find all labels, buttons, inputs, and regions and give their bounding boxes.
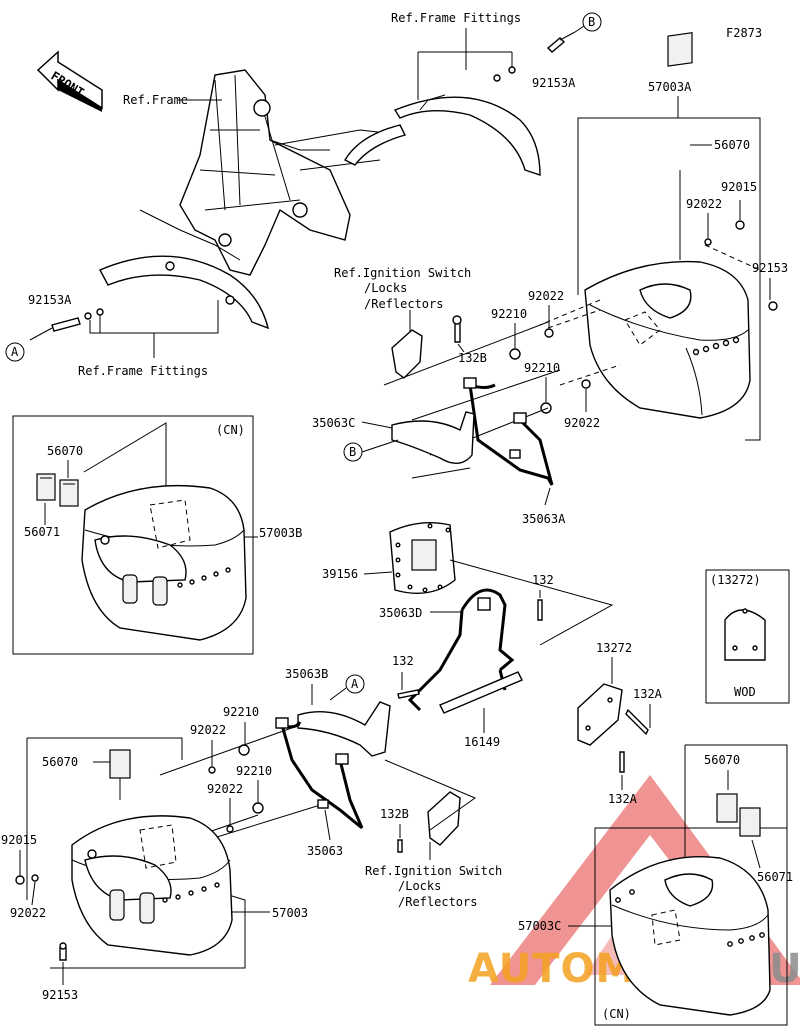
part-132A-lower: 132A [608, 792, 638, 806]
backrest-frame-35063d [407, 588, 523, 714]
bolt-132b-top [452, 315, 462, 343]
part-35063A: 35063A [522, 512, 566, 526]
guard-bar-35063 [275, 717, 364, 830]
callout-a-left [5, 342, 25, 362]
bracket-35063b [297, 701, 391, 757]
part-92022-mid2: 92022 [564, 416, 600, 430]
part-92153A-left: 92153A [28, 293, 72, 307]
bolt-132-upper [537, 590, 543, 621]
guard-bar-35063a [463, 377, 554, 486]
part-92022-top: 92022 [686, 197, 722, 211]
part-92210-mid1: 92210 [491, 307, 527, 321]
bolt-92153a-top [546, 31, 576, 53]
saddlebag-57003a [584, 260, 751, 419]
part-56070-low: 56070 [42, 755, 78, 769]
part-57003A: 57003A [648, 80, 692, 94]
ref-ignition-line3-low: /Reflectors [398, 895, 477, 909]
part-35063B: 35063B [285, 667, 328, 681]
watermark-triangle [490, 775, 800, 985]
ref-ignition-line1-low: Ref.Ignition Switch [365, 864, 502, 878]
ref-frame-label: Ref.Frame [123, 93, 188, 107]
callout-b-top-label: B [588, 15, 595, 29]
saddlebag-57003c [609, 855, 771, 1016]
label-56070-low [109, 749, 131, 779]
bracket-ignition-top [391, 329, 423, 379]
ref-ignition-line1-top: Ref.Ignition Switch [334, 266, 471, 280]
group-box-57003b [12, 415, 254, 655]
front-arrow: FRONT [36, 50, 103, 112]
part-13272: 13272 [596, 641, 632, 655]
part-56070-top: 56070 [714, 138, 750, 152]
ref-ignition-line2-low: /Locks [398, 879, 441, 893]
backrest-pad-39156 [389, 522, 456, 595]
part-132B-low: 132B [380, 807, 409, 821]
group-wod-code: (13272) [710, 573, 761, 587]
part-92210-low2: 92210 [236, 764, 272, 778]
label-56071-right [739, 807, 761, 837]
part-92022-low3: 92022 [10, 906, 46, 920]
part-57003: 57003 [272, 906, 308, 920]
rear-fender-illustration [344, 94, 541, 176]
saddlebag-57003b [81, 484, 247, 641]
callout-b-mid-label: B [349, 445, 356, 459]
label-56070-cn [59, 479, 79, 507]
part-92210-low1: 92210 [223, 705, 259, 719]
part-132A-right: 132A [633, 687, 663, 701]
part-56071-right: 56071 [757, 870, 793, 884]
part-92015-low: 92015 [1, 833, 37, 847]
part-57003B: 57003B [259, 526, 302, 540]
part-92153-low: 92153 [42, 988, 78, 1002]
part-57003C: 57003C [518, 919, 561, 933]
part-56071-cn: 56071 [24, 525, 60, 539]
frame-illustration [139, 69, 406, 276]
ref-frame-fittings-left: Ref.Frame Fittings [78, 364, 208, 378]
part-132-lower: 132 [392, 654, 414, 668]
part-92153-right: 92153 [752, 261, 788, 275]
watermark-text-auto: AUTO [468, 946, 596, 992]
label-56070-right [716, 793, 738, 823]
group-cn-right: (CN) [602, 1007, 631, 1021]
part-16149: 16149 [464, 735, 500, 749]
part-92022-low1: 92022 [190, 723, 226, 737]
part-35063D: 35063D [379, 606, 422, 620]
callout-a-mid-label: A [351, 677, 359, 691]
bolt-92153a-left [29, 317, 81, 341]
plate-13272 [577, 683, 623, 746]
bracket-ignition-low [427, 791, 461, 846]
part-92210-mid2: 92210 [524, 361, 560, 375]
front-fender-illustration [99, 255, 269, 330]
group-box-wod [705, 569, 790, 704]
part-56070-cn: 56070 [47, 444, 83, 458]
saddlebag-57003 [71, 815, 233, 956]
part-56070-right: 56070 [704, 753, 740, 767]
callout-a-mid [345, 674, 365, 694]
ref-ignition-line3-top: /Reflectors [364, 297, 443, 311]
bolt-132a-right [625, 708, 649, 736]
part-35063: 35063 [307, 844, 343, 858]
part-92015-top: 92015 [721, 180, 757, 194]
part-92153A-top: 92153A [532, 76, 576, 90]
bracket-35063c [391, 411, 475, 464]
part-132B-top: 132B [458, 351, 487, 365]
label-56070-top [667, 32, 693, 67]
callout-a-left-label: A [11, 345, 19, 359]
group-wod-label: WOD [734, 685, 756, 699]
ref-ignition-line2-top: /Locks [364, 281, 407, 295]
part-35063C: 35063C [312, 416, 355, 430]
part-132-upper: 132 [532, 573, 554, 587]
figure-code: F2873 [726, 26, 762, 40]
plate-13272-wod [724, 609, 766, 661]
part-39156: 39156 [322, 567, 358, 581]
group-cn-left: (CN) [216, 423, 245, 437]
bolt-92153-low [59, 942, 67, 961]
bolt-132-lower [397, 672, 420, 699]
bolt-132b-low [397, 839, 403, 853]
part-92022-low2: 92022 [207, 782, 243, 796]
callout-b-top [582, 12, 602, 32]
part-92022-mid1: 92022 [528, 289, 564, 303]
bolt-132a-lower [619, 751, 625, 773]
label-56071-cn [36, 473, 56, 501]
ref-frame-fittings-top: Ref.Frame Fittings [391, 11, 521, 25]
